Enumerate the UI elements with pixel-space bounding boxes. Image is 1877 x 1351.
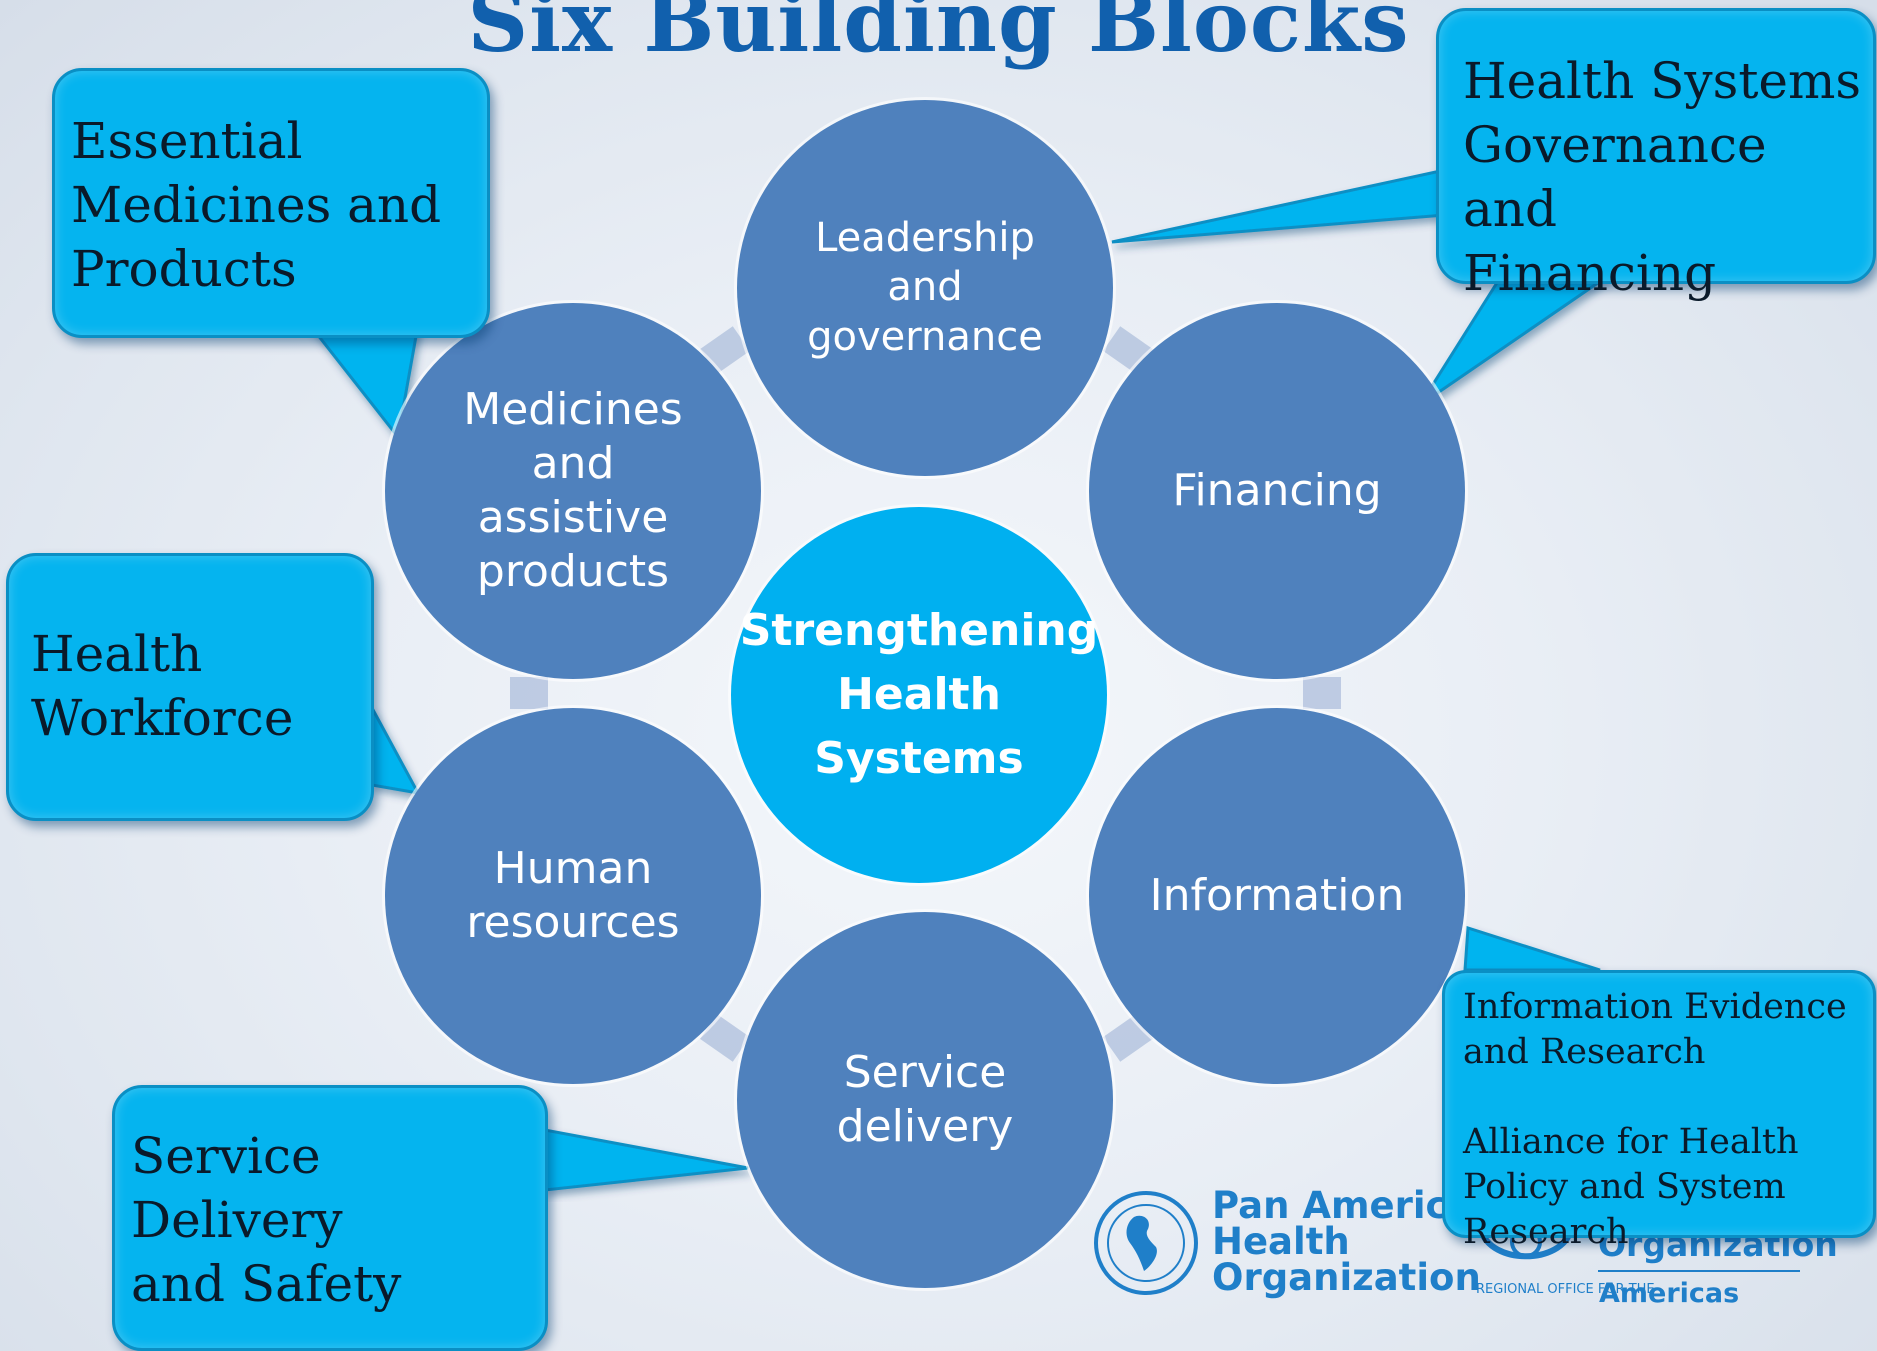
block-label: Information xyxy=(1149,869,1405,921)
callout-health-workforce: Health Workforce xyxy=(6,553,374,821)
tail-governance-top xyxy=(1111,168,1447,244)
callout-information-research: Information Evidence and Research Allian… xyxy=(1442,970,1876,1252)
callout-text: Service Delivery and Safety xyxy=(131,1127,402,1313)
callout-service-delivery: Service Delivery and Safety xyxy=(112,1085,548,1351)
block-label: Leadership and governance xyxy=(807,215,1043,360)
tail-health-workforce xyxy=(370,707,421,796)
block-human-resources: Human resources xyxy=(385,708,761,1084)
center-label: Strengthening Health Systems xyxy=(739,605,1099,784)
block-information: Information xyxy=(1089,708,1465,1084)
block-label: Financing xyxy=(1172,464,1382,516)
block-label: Medicines and assistive products xyxy=(463,383,683,598)
block-label: Human resources xyxy=(466,842,680,948)
who-regional-office: REGIONAL OFFICE FOR THE xyxy=(1476,1282,1655,1297)
who-divider xyxy=(1598,1270,1800,1272)
connector-human-medicines xyxy=(510,677,548,709)
tail-information xyxy=(1463,925,1601,972)
paho-name: Pan American Health Organization xyxy=(1212,1184,1499,1299)
connector-financing-information xyxy=(1303,677,1341,709)
center-strengthening-health-systems: Strengthening Health Systems xyxy=(731,507,1107,883)
callout-text: Essential Medicines and Products xyxy=(71,112,442,298)
callout-text: Health Workforce xyxy=(31,625,294,747)
who-americas: Americas xyxy=(1599,1278,1740,1309)
block-medicines-products: Medicines and assistive products xyxy=(385,303,761,679)
callout-text: Health Systems Governance and Financing xyxy=(1463,52,1862,302)
block-financing: Financing xyxy=(1089,303,1465,679)
callout-essential-medicines: Essential Medicines and Products xyxy=(52,68,490,338)
block-service-delivery: Service delivery xyxy=(737,912,1113,1288)
paho-seal-icon xyxy=(1094,1191,1198,1295)
callout-governance-financing: Health Systems Governance and Financing xyxy=(1436,8,1876,302)
block-label: Service delivery xyxy=(836,1046,1014,1152)
tail-service-delivery xyxy=(543,1128,749,1192)
slide-title: Six Building Blocks xyxy=(467,0,1410,71)
block-leadership-governance: Leadership and governance xyxy=(737,100,1113,476)
callout-text: Information Evidence and Research Allian… xyxy=(1463,987,1847,1252)
